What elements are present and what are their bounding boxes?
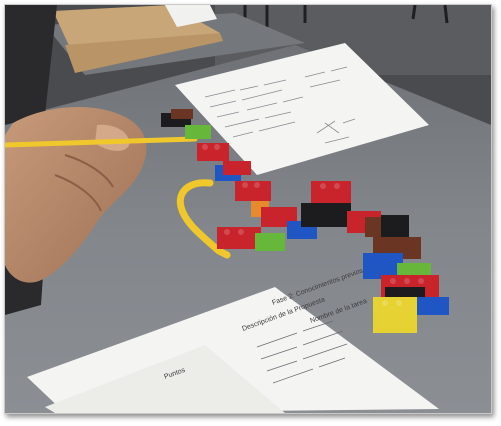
lego-brick-red [311,181,351,203]
lego-brick-black [381,215,409,237]
pipe-cleaner-straight [5,136,198,148]
lego-brick-black [301,203,351,227]
lego-brick-blue [417,297,449,315]
handwritten-sheet [175,43,429,175]
worksheet-handwriting [256,320,348,384]
lego-brick-red [235,181,271,201]
lego-structure [161,109,449,333]
lego-brick-green [255,233,285,251]
chair-legs [243,5,449,31]
lego-brick-red [197,143,229,161]
lego-brick-red [217,227,261,249]
lego-brick-green [185,125,211,139]
paper-corner [165,5,217,27]
lego-brick-brown [171,109,193,119]
hand [5,106,147,283]
lego-brick-blue [363,253,403,279]
handwriting-scribbles [204,66,356,144]
manila-folder-edge [65,33,223,73]
knuckle-line [64,154,114,188]
worksheet-shadow [45,345,285,413]
lego-brick-yellow [373,297,417,333]
pipe-cleaner-loop [176,179,231,259]
lego-brick-red [223,161,251,175]
knuckle-line-2 [54,174,102,212]
sleeve-top [5,5,57,125]
photo-scene: Fase 2: Conocimientos previos Nombre de … [5,5,491,413]
photo-frame: Fase 2: Conocimientos previos Nombre de … [4,4,492,414]
